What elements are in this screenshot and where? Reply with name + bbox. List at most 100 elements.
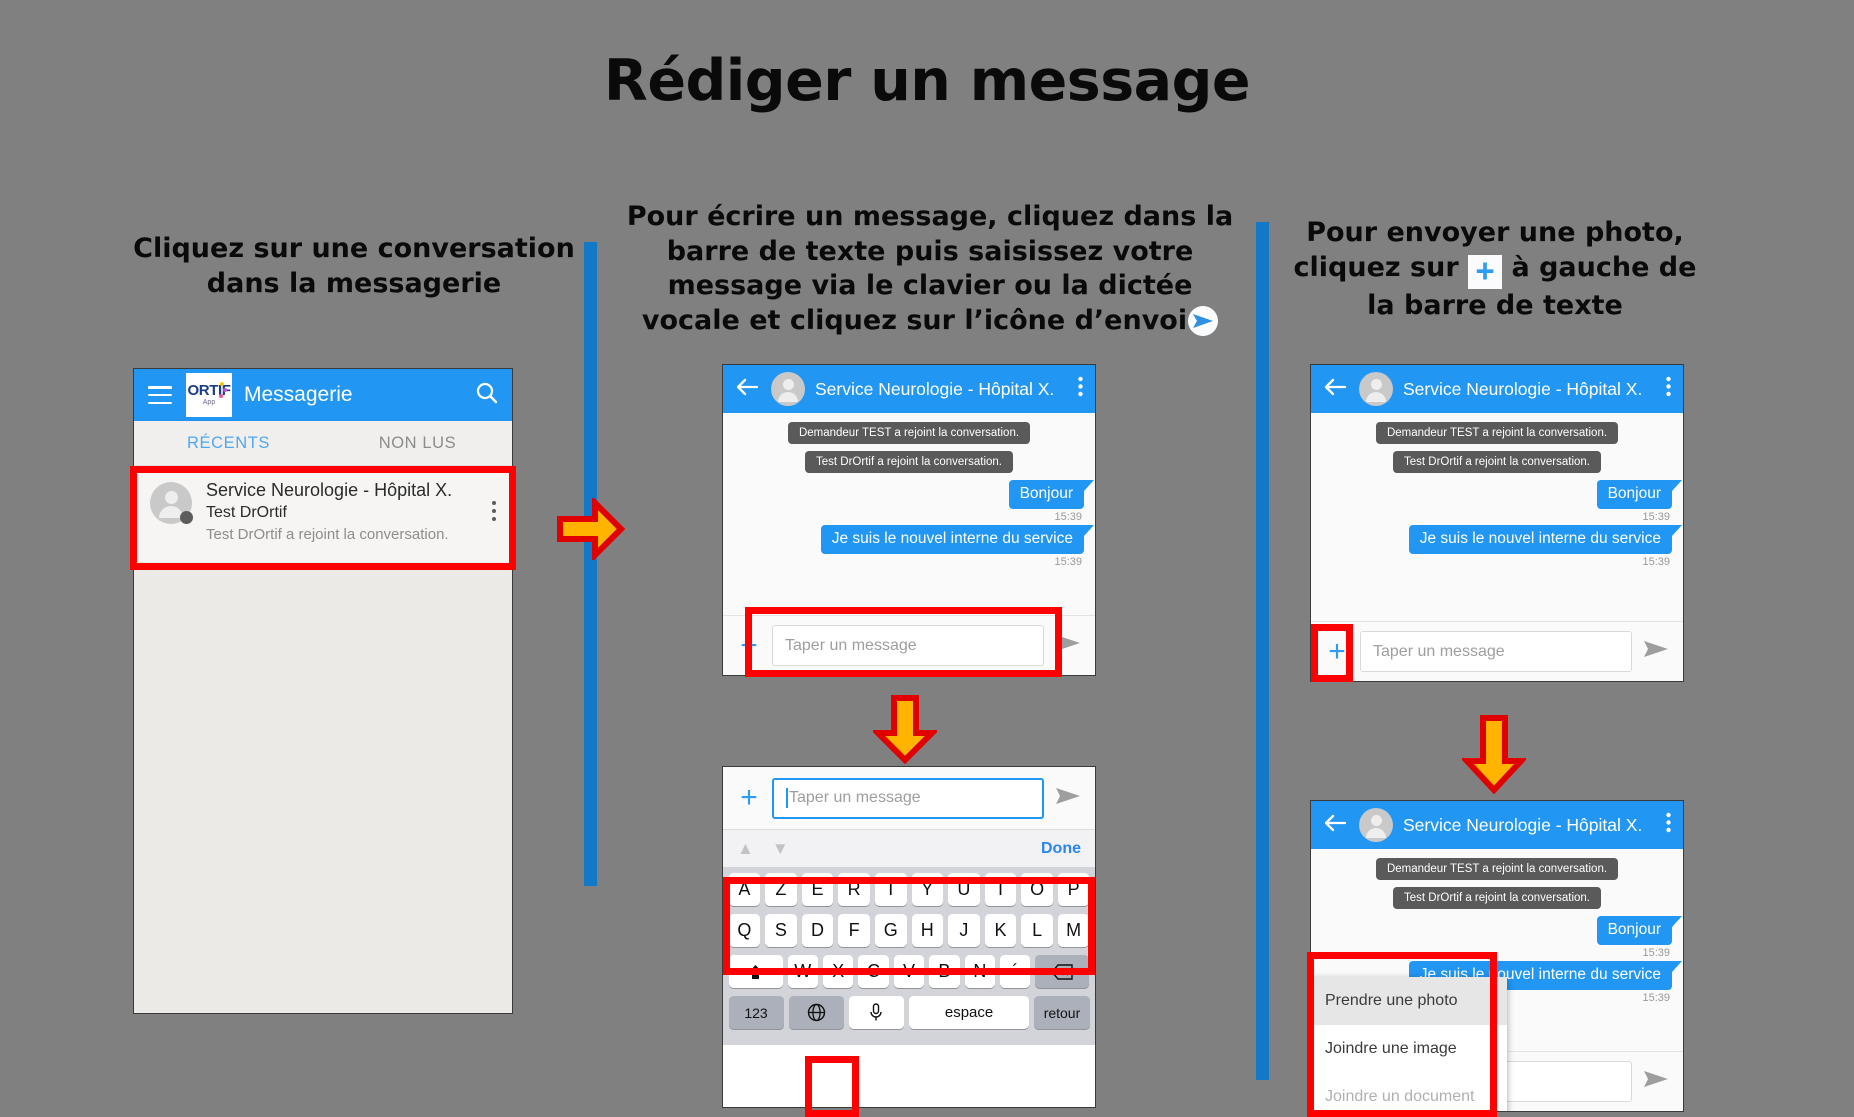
back-icon[interactable] xyxy=(1323,377,1347,402)
flow-arrow-right-1 xyxy=(557,495,626,565)
chat-screen-attach-menu: Service Neurologie - Hôpital X. Demandeu… xyxy=(1310,800,1684,1112)
chat-app-bar: Service Neurologie - Hôpital X. xyxy=(1311,801,1683,849)
app-bar: ORTIF App Messagerie xyxy=(134,369,512,421)
send-icon[interactable] xyxy=(1050,634,1086,657)
attach-plus-button[interactable]: + xyxy=(740,781,758,814)
key-J[interactable]: J xyxy=(948,914,980,947)
attachment-menu: Prendre une photo Joindre une image Join… xyxy=(1311,977,1507,1111)
overflow-menu-icon[interactable] xyxy=(492,501,496,525)
avatar xyxy=(1359,372,1393,406)
chat-app-bar: Service Neurologie - Hôpital X. xyxy=(723,365,1095,413)
avatar xyxy=(1359,808,1393,842)
highlight-mic-key xyxy=(805,1056,859,1117)
keyboard-done-button[interactable]: Done xyxy=(1041,839,1081,857)
chevron-down-icon[interactable]: ▼ xyxy=(771,838,789,858)
message-bubble: Je suis le nouvel interne du service xyxy=(1408,525,1683,554)
menu-icon[interactable] xyxy=(148,386,172,404)
overflow-menu-icon[interactable] xyxy=(1078,376,1083,402)
key-Q[interactable]: Q xyxy=(728,914,761,947)
highlight-attach-plus xyxy=(1311,624,1353,682)
message-input[interactable]: Taper un message xyxy=(772,777,1044,819)
tab-bar: RÉCENTS NON LUS xyxy=(134,421,512,465)
ortif-logo: ORTIF App xyxy=(186,373,232,417)
chat-screen-attach-entry: Service Neurologie - Hôpital X. Demandeu… xyxy=(1310,364,1684,682)
app-bar-title: Messagerie xyxy=(244,383,353,406)
keyboard-accessory-bar: ▲ ▼ Done xyxy=(723,829,1095,867)
chat-screen-composer: Service Neurologie - Hôpital X. Demandeu… xyxy=(722,364,1096,676)
space-key[interactable]: espace xyxy=(908,996,1030,1029)
page-title: Rédiger un message xyxy=(603,48,1251,114)
chat-app-bar: Service Neurologie - Hôpital X. xyxy=(1311,365,1683,413)
key-G[interactable]: G xyxy=(874,914,907,947)
message-row: Je suis le nouvel interne du service 15:… xyxy=(1311,525,1683,568)
list-item[interactable]: Service Neurologie - Hôpital X. Test DrO… xyxy=(134,465,512,562)
right-column-heading-text-1: Pour envoyer une photo, cliquez sur xyxy=(1293,217,1684,283)
conversation-list: Service Neurologie - Hôpital X. Test DrO… xyxy=(134,465,512,1013)
message-row: Je suis le nouvel interne du service 15:… xyxy=(723,525,1095,568)
key-L[interactable]: L xyxy=(1021,914,1053,947)
ortif-logo-sub: App xyxy=(202,399,216,406)
message-timestamp: 15:39 xyxy=(1642,511,1670,523)
message-composer: + Taper un message xyxy=(723,767,1095,829)
system-message: Test DrOrtif a rejoint la conversation. xyxy=(805,451,1013,473)
conversation-title: Service Neurologie - Hôpital X. xyxy=(206,480,453,500)
chat-message-area: Demandeur TEST a rejoint la conversation… xyxy=(1311,849,1683,1111)
key-M[interactable]: M xyxy=(1057,914,1090,947)
key-H[interactable]: H xyxy=(911,914,944,947)
send-icon[interactable] xyxy=(1050,787,1086,810)
message-composer: + Taper un message xyxy=(723,615,1095,675)
chat-title: Service Neurologie - Hôpital X. xyxy=(1403,378,1643,399)
attach-plus-button[interactable]: + xyxy=(1328,634,1346,668)
send-icon[interactable] xyxy=(1638,640,1674,663)
messaging-list-screen: ORTIF App Messagerie RÉCENTS NON LUS Ser… xyxy=(133,368,513,1014)
return-key[interactable]: retour xyxy=(1034,996,1090,1029)
message-input[interactable]: Taper un message xyxy=(772,625,1044,666)
key-D[interactable]: D xyxy=(801,914,834,947)
message-timestamp: 15:39 xyxy=(1642,556,1670,568)
message-bubble: Bonjour xyxy=(1596,916,1683,945)
middle-column-heading: Pour écrire un message, cliquez dans la … xyxy=(620,200,1240,338)
mic-key[interactable] xyxy=(848,996,904,1029)
message-bubble: Je suis le nouvel interne du service xyxy=(820,525,1095,554)
message-input[interactable]: Taper un message xyxy=(1360,631,1632,672)
globe-key[interactable] xyxy=(788,996,844,1029)
message-row: Bonjour 15:39 xyxy=(1311,480,1683,523)
message-bubble: Bonjour xyxy=(1596,480,1683,509)
overflow-menu-icon[interactable] xyxy=(1666,812,1671,838)
key-F[interactable]: F xyxy=(838,914,870,947)
overflow-menu-icon[interactable] xyxy=(1666,376,1671,402)
message-composer: + Taper un message xyxy=(1311,621,1683,681)
tab-unread[interactable]: NON LUS xyxy=(378,433,457,452)
system-message: Demandeur TEST a rejoint la conversation… xyxy=(1375,858,1619,880)
conversation-subtitle: Test DrOrtif xyxy=(206,504,287,521)
right-column-heading: Pour envoyer une photo, cliquez sur + à … xyxy=(1280,216,1710,323)
search-icon[interactable] xyxy=(476,382,498,409)
back-icon[interactable] xyxy=(735,377,759,402)
system-message: Test DrOrtif a rejoint la conversation. xyxy=(1393,451,1601,473)
column-divider-2 xyxy=(1256,222,1269,1080)
message-timestamp: 15:39 xyxy=(1054,556,1082,568)
key-U[interactable]: U xyxy=(948,873,980,906)
right-column-heading-text-2: à gauche de la barre de texte xyxy=(1367,251,1697,321)
message-timestamp: 15:39 xyxy=(1642,947,1670,959)
back-icon[interactable] xyxy=(1323,813,1347,838)
send-icon[interactable] xyxy=(1638,1070,1674,1093)
highlight-attachment-menu xyxy=(1307,952,1497,1117)
key-K[interactable]: K xyxy=(984,914,1017,947)
left-column-heading: Cliquez sur une conversation dans la mes… xyxy=(133,233,575,299)
attach-menu-item-attach-image[interactable]: Joindre une image xyxy=(1325,1040,1457,1057)
avatar xyxy=(771,372,805,406)
message-timestamp: 15:39 xyxy=(1642,992,1670,1004)
chevron-up-icon[interactable]: ▲ xyxy=(737,838,754,858)
message-bubble: Bonjour xyxy=(1008,480,1095,509)
attach-menu-item-take-photo[interactable]: Prendre une photo xyxy=(1311,977,1507,1025)
message-row: Bonjour 15:39 xyxy=(723,480,1095,523)
numeric-key[interactable]: 123 xyxy=(728,996,784,1029)
flow-arrow-down-2 xyxy=(1460,714,1528,799)
key-S[interactable]: S xyxy=(765,914,797,947)
tab-recents[interactable]: RÉCENTS xyxy=(186,433,271,452)
flow-arrow-down-1 xyxy=(870,694,940,769)
column-divider-1 xyxy=(584,242,597,886)
chat-title: Service Neurologie - Hôpital X. xyxy=(815,378,1055,399)
